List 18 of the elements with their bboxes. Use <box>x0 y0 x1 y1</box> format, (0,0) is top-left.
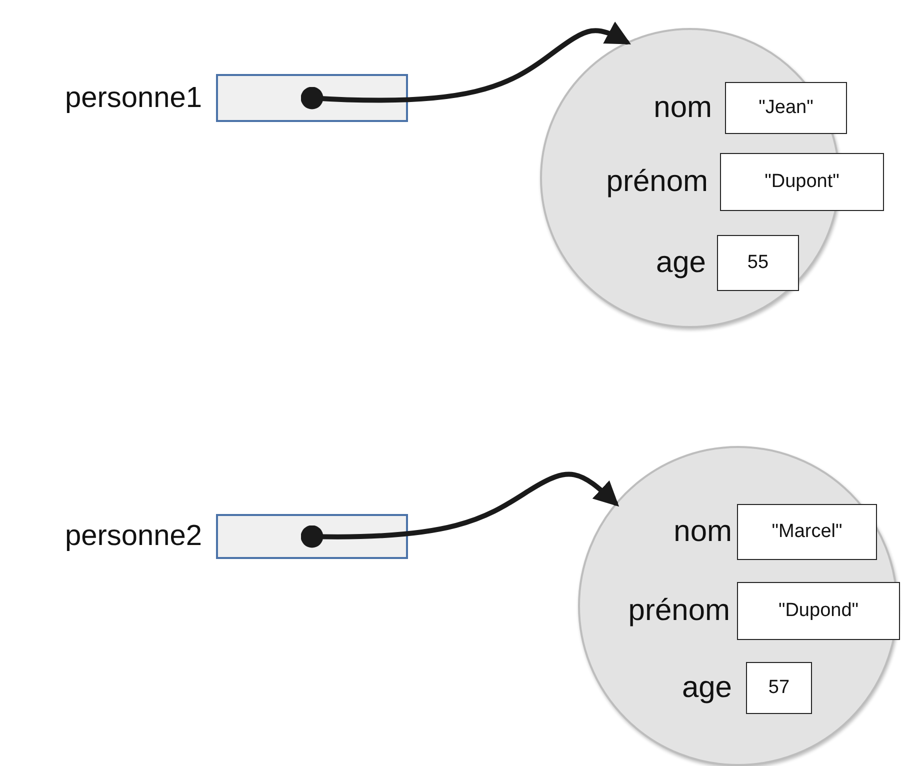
value-box: "Dupond" <box>737 582 900 640</box>
variable-name: personne1 <box>64 80 202 116</box>
field-name: nom <box>672 514 732 550</box>
variable-box <box>216 514 408 559</box>
field-name: prénom <box>627 593 730 629</box>
variable-box <box>216 74 408 122</box>
field-name: age <box>680 670 732 706</box>
value-box: 57 <box>746 662 812 714</box>
value-box: "Dupont" <box>720 153 884 211</box>
field-name: nom <box>652 90 712 126</box>
field-name: prénom <box>605 164 708 200</box>
value-box: 55 <box>717 235 799 291</box>
value-box: "Marcel" <box>737 504 877 560</box>
variable-name: personne2 <box>64 519 202 554</box>
field-name: age <box>654 245 706 281</box>
value-box: "Jean" <box>725 82 847 134</box>
reference-arrow <box>300 472 620 548</box>
reference-arrow <box>300 22 632 110</box>
